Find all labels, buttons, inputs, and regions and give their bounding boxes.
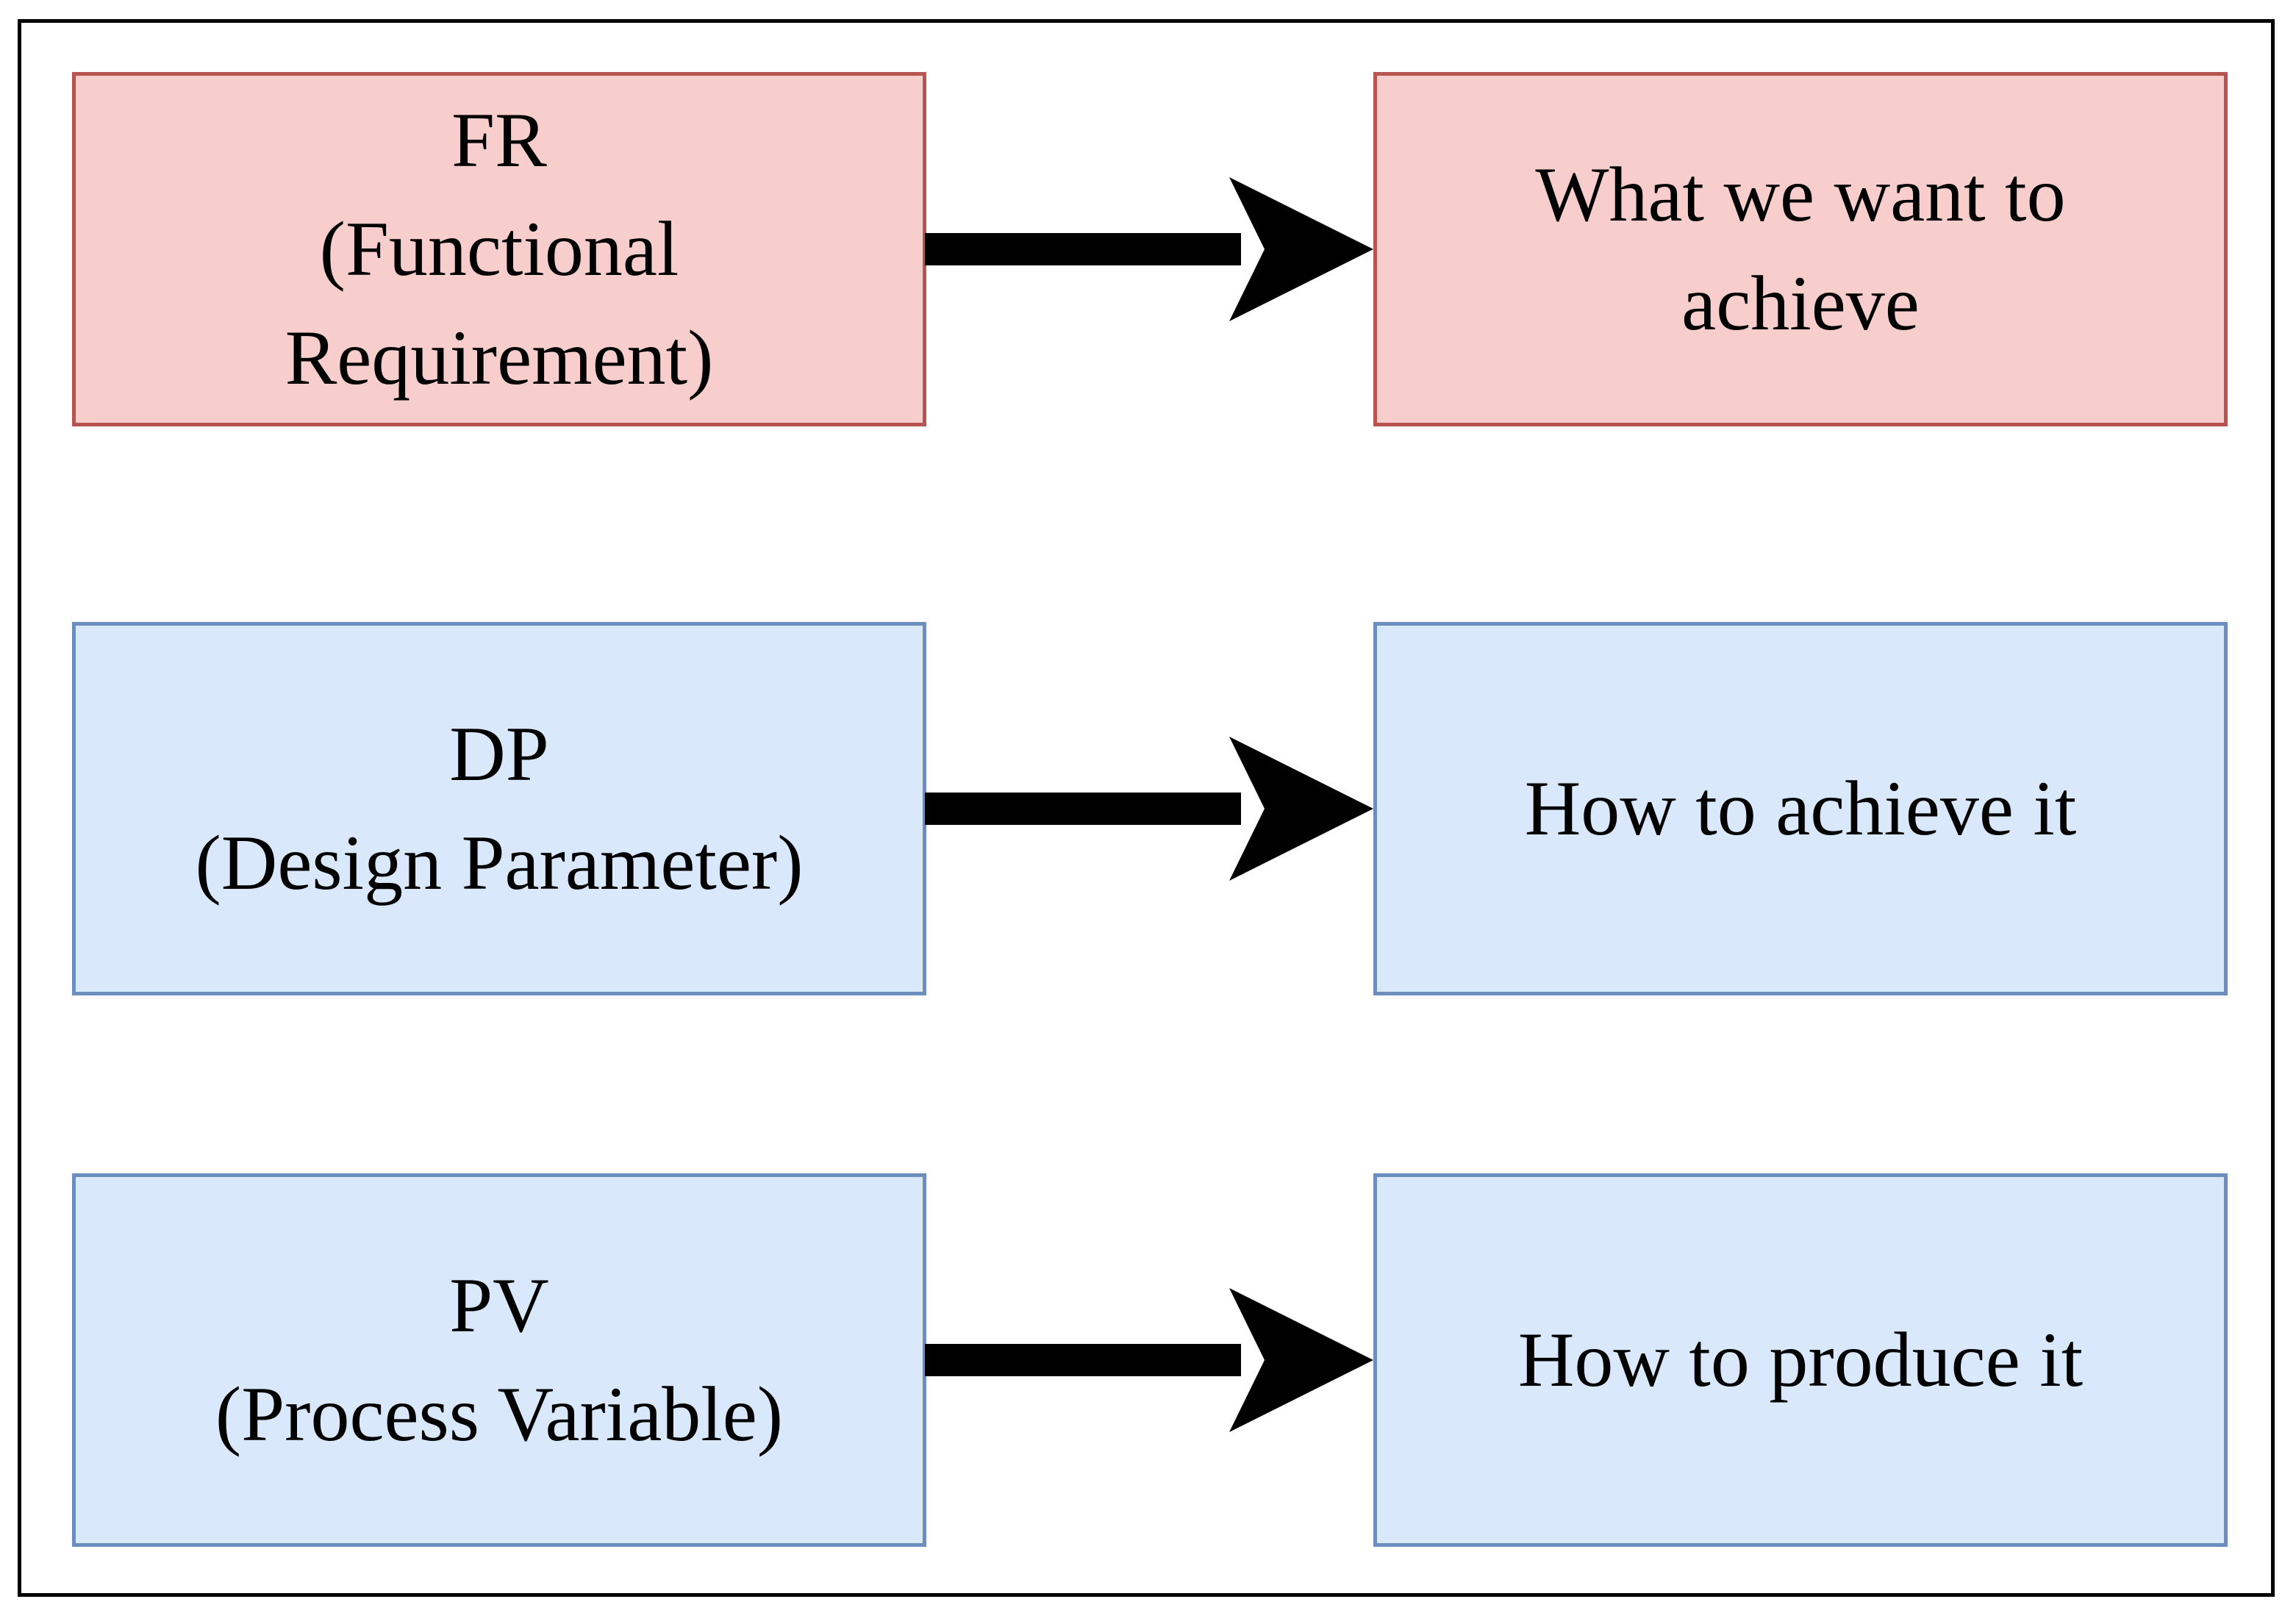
fr-label: FR (Functional Requirement)	[285, 97, 714, 401]
pv-box: PV (Process Variable)	[72, 1173, 926, 1547]
fr-description-box: What we want to achieve	[1373, 72, 2228, 426]
fr-arrow	[925, 176, 1376, 323]
pv-label: PV (Process Variable)	[215, 1262, 784, 1457]
dp-description: How to achieve it	[1524, 765, 2077, 851]
dp-arrow	[925, 735, 1376, 882]
pv-description-box: How to produce it	[1373, 1173, 2228, 1547]
dp-label: DP (Design Parameter)	[195, 711, 804, 906]
pv-description: How to produce it	[1517, 1317, 2084, 1403]
dp-box: DP (Design Parameter)	[72, 622, 926, 995]
fr-description: What we want to achieve	[1535, 151, 2066, 346]
fr-box: FR (Functional Requirement)	[72, 72, 926, 426]
dp-description-box: How to achieve it	[1373, 622, 2228, 995]
pv-arrow	[925, 1287, 1376, 1434]
